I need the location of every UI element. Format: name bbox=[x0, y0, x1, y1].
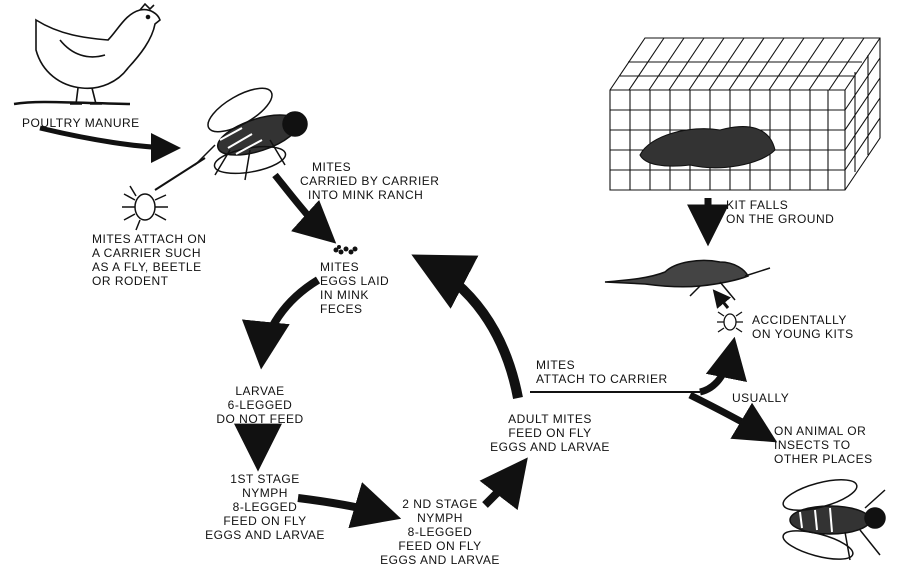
mites-carried-line-2: CARRIED BY CARRIER bbox=[300, 174, 439, 188]
mites-eggs-line-4: FECES bbox=[320, 302, 389, 316]
mites-attach-line-3: AS A FLY, BEETLE bbox=[92, 260, 206, 274]
second-nymph-line-5: EGGS AND LARVAE bbox=[370, 553, 510, 567]
kit-falls-line-2: ON THE GROUND bbox=[726, 212, 834, 226]
mites-attach-line-4: OR RODENT bbox=[92, 274, 206, 288]
second-nymph-line-2: NYMPH bbox=[370, 511, 510, 525]
first-nymph-line-2: NYMPH bbox=[195, 486, 335, 500]
usually-label: USUALLY bbox=[732, 391, 789, 405]
other-places-line-3: OTHER PLACES bbox=[774, 452, 873, 466]
mites-eggs-label: MITES EGGS LAID IN MINK FECES bbox=[320, 260, 389, 316]
mites-attach-line-2: A CARRIER SUCH bbox=[92, 246, 206, 260]
first-nymph-line-4: FEED ON FLY bbox=[195, 514, 335, 528]
mites-eggs-line-3: IN MINK bbox=[320, 288, 389, 302]
kit-falls-label: KIT FALLS ON THE GROUND bbox=[726, 198, 834, 226]
mites-eggs-line-1: MITES bbox=[320, 260, 389, 274]
first-stage-nymph-label: 1ST STAGE NYMPH 8-LEGGED FEED ON FLY EGG… bbox=[195, 472, 335, 542]
mites-carried-label: MITES CARRIED BY CARRIER INTO MINK RANCH bbox=[300, 160, 439, 202]
attach-to-carrier-line-2: ATTACH TO CARRIER bbox=[536, 372, 668, 386]
first-nymph-line-3: 8-LEGGED bbox=[195, 500, 335, 514]
mink-kit-illustration bbox=[605, 260, 770, 300]
mite-eggs-illustration bbox=[334, 245, 358, 255]
other-places-line-1: ON ANIMAL OR bbox=[774, 424, 873, 438]
mite-small-illustration bbox=[717, 312, 743, 332]
mites-carried-line-1: MITES bbox=[300, 160, 439, 174]
adult-mites-line-3: EGGS AND LARVAE bbox=[480, 440, 620, 454]
first-nymph-line-1: 1ST STAGE bbox=[195, 472, 335, 486]
adult-mites-line-1: ADULT MITES bbox=[480, 412, 620, 426]
mites-eggs-line-2: EGGS LAID bbox=[320, 274, 389, 288]
poultry-manure-label: POULTRY MANURE bbox=[22, 116, 140, 130]
mite-illustration bbox=[122, 186, 168, 230]
second-nymph-line-1: 2 ND STAGE bbox=[370, 497, 510, 511]
kit-falls-line-1: KIT FALLS bbox=[726, 198, 834, 212]
larvae-line-3: DO NOT FEED bbox=[205, 412, 315, 426]
second-stage-nymph-label: 2 ND STAGE NYMPH 8-LEGGED FEED ON FLY EG… bbox=[370, 497, 510, 567]
first-nymph-line-5: EGGS AND LARVAE bbox=[195, 528, 335, 542]
mites-attach-carrier-label: MITES ATTACH ON A CARRIER SUCH AS A FLY,… bbox=[92, 232, 206, 288]
chicken-illustration bbox=[14, 4, 160, 104]
mites-attach-line-1: MITES ATTACH ON bbox=[92, 232, 206, 246]
other-places-line-2: INSECTS TO bbox=[774, 438, 873, 452]
second-nymph-line-3: 8-LEGGED bbox=[370, 525, 510, 539]
larvae-label: LARVAE 6-LEGGED DO NOT FEED bbox=[205, 384, 315, 426]
mites-attach-to-carrier-label: MITES ATTACH TO CARRIER bbox=[536, 358, 668, 386]
fly-bottom-illustration bbox=[780, 474, 885, 565]
accidentally-line-2: ON YOUNG KITS bbox=[752, 327, 854, 341]
cage-with-mink-illustration bbox=[610, 38, 880, 190]
accidentally-label: ACCIDENTALLY ON YOUNG KITS bbox=[752, 313, 854, 341]
accidentally-line-1: ACCIDENTALLY bbox=[752, 313, 854, 327]
attach-to-carrier-line-1: MITES bbox=[536, 358, 668, 372]
mites-carried-line-3: INTO MINK RANCH bbox=[300, 188, 439, 202]
other-places-label: ON ANIMAL OR INSECTS TO OTHER PLACES bbox=[774, 424, 873, 466]
second-nymph-line-4: FEED ON FLY bbox=[370, 539, 510, 553]
fly-illustration bbox=[195, 80, 307, 180]
adult-mites-line-2: FEED ON FLY bbox=[480, 426, 620, 440]
larvae-line-1: LARVAE bbox=[205, 384, 315, 398]
adult-mites-label: ADULT MITES FEED ON FLY EGGS AND LARVAE bbox=[480, 412, 620, 454]
larvae-line-2: 6-LEGGED bbox=[205, 398, 315, 412]
